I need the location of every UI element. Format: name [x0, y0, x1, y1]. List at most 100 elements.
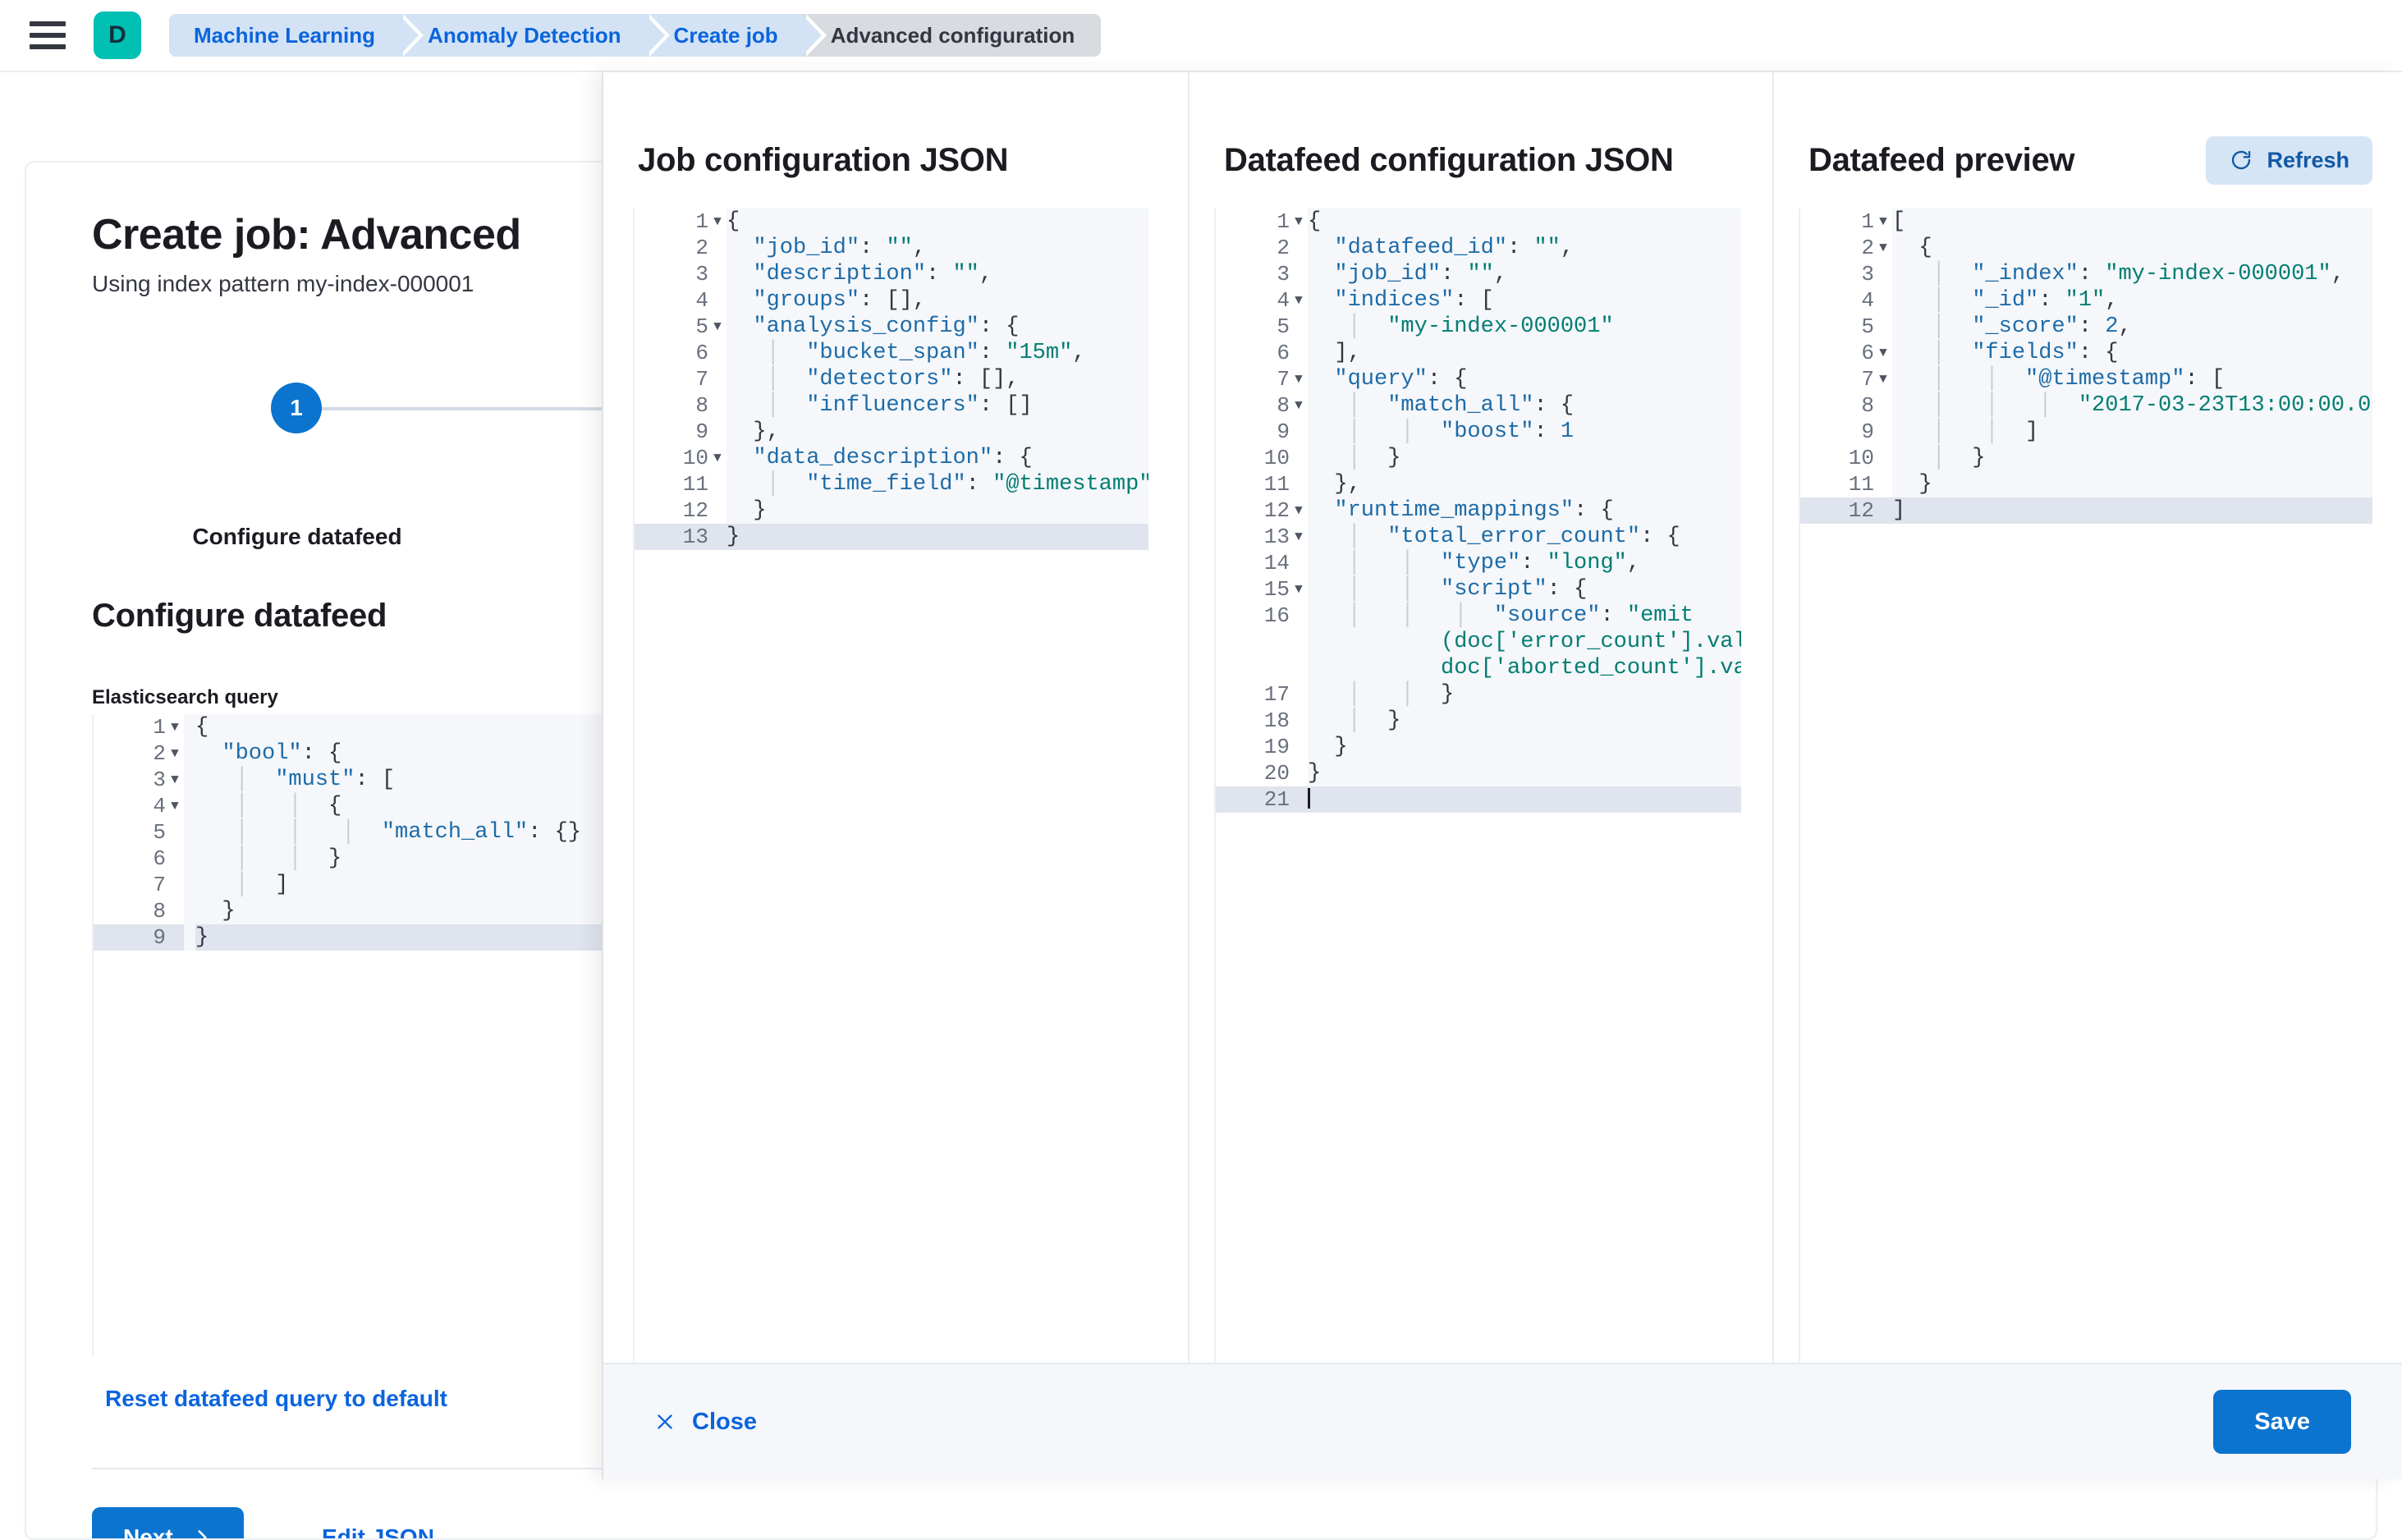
editor-line: "runtime_mappings": { [1334, 498, 1614, 523]
editor-line-number: 5▼ [695, 314, 722, 339]
editor-line-number: 2 [695, 236, 708, 260]
editor-line-number: 9 [1277, 419, 1290, 444]
editor-line: │ │ "boost": 1 [1347, 419, 1575, 444]
editor-line: { [195, 715, 209, 740]
editor-line: │ "match_all": { [1347, 393, 1575, 418]
breadcrumb-item-2[interactable]: Create job [644, 14, 827, 57]
editor-line: │ │ │ "source": "emit (doc['error_count'… [1347, 603, 1741, 681]
chevron-right-icon [191, 1527, 213, 1538]
editor-line-number: 20 [1263, 761, 1290, 786]
editor-line-number: 14 [1263, 551, 1290, 575]
editor-line: { [727, 209, 740, 234]
datafeed-configuration-header: Datafeed configuration JSON [1190, 130, 1772, 190]
editor-line: } [1334, 735, 1348, 759]
editor-line-number: 10 [1848, 446, 1874, 470]
editor-line: │ │ "@timestamp": [ [1932, 367, 2226, 392]
editor-line: } [1308, 761, 1322, 786]
editor-line-number: 5 [153, 820, 166, 845]
breadcrumb-item-label: Create job [673, 22, 778, 48]
editor-line: │ │ "type": "long", [1347, 551, 1641, 575]
editor-line: │ "must": [ [235, 768, 396, 792]
datafeed-configuration-title: Datafeed configuration JSON [1224, 141, 1674, 178]
space-avatar-initial: D [108, 21, 126, 48]
editor-line-number: 5 [1861, 314, 1874, 339]
refresh-icon [2229, 148, 2253, 172]
editor-content[interactable]: [ { │ "_index": "my-index-000001", │ "_i… [1892, 209, 2372, 524]
save-button[interactable]: Save [2213, 1390, 2351, 1454]
breadcrumb-item-3: Advanced configuration [800, 14, 1102, 57]
editor-line: "datafeed_id": "", [1334, 236, 1575, 260]
section-title: Configure datafeed [92, 598, 387, 634]
breadcrumb-item-label: Advanced configuration [830, 22, 1075, 48]
editor-line-number: 11 [1848, 472, 1874, 497]
save-button-label: Save [2254, 1408, 2310, 1435]
editor-line: ], [1334, 341, 1361, 365]
editor-line: { [1308, 209, 1322, 234]
editor-line-number: 13 [635, 524, 727, 550]
editor-line: │ ] [235, 873, 289, 897]
reset-datafeed-query-link[interactable]: Reset datafeed query to default [105, 1386, 447, 1411]
editor-line: │ │ │ "2017-03-23T13:00:00.000Z" [1932, 393, 2372, 418]
editor-line-number: 2▼ [1861, 236, 1887, 260]
editor-line: "indices": [ [1334, 288, 1494, 313]
editor-line: }, [753, 419, 780, 444]
editor-line-number: 11 [1263, 472, 1290, 497]
editor-line-number: 10▼ [682, 446, 722, 470]
close-icon [654, 1411, 676, 1432]
hamburger-icon[interactable] [30, 21, 66, 49]
editor-line: │ │ ] [1932, 419, 2039, 444]
edit-json-button[interactable]: Edit JSON [322, 1507, 434, 1540]
stepper-step-1-number: 1 [290, 395, 303, 420]
editor-line: │ "time_field": "@timestamp" [766, 472, 1148, 497]
editor-line: } [1918, 472, 1932, 497]
next-button-label: Next [123, 1524, 173, 1540]
editor-line-number: 13▼ [1263, 525, 1303, 549]
editor-line: │ } [1932, 446, 1986, 470]
editor-line-number: 8 [695, 393, 708, 418]
editor-line-number: 12 [682, 498, 708, 523]
editor-line: } [753, 498, 767, 523]
editor-line: { [1918, 236, 1932, 260]
editor-line-number: 9 [1861, 419, 1874, 444]
stepper-step-1[interactable]: 1 [271, 383, 322, 433]
editor-line-number: 6 [153, 846, 166, 871]
editor-line-number: 18 [1263, 708, 1290, 733]
editor-line: │ │ } [1347, 682, 1455, 707]
editor-line: "data_description": { [753, 446, 1033, 470]
editor-line-number: 4 [1861, 288, 1874, 313]
edit-json-button-label: Edit JSON [322, 1524, 434, 1540]
editor-line [1308, 786, 1741, 813]
breadcrumb-item-1[interactable]: Anomaly Detection [398, 14, 669, 57]
close-button[interactable]: Close [654, 1409, 757, 1436]
editor-line: }, [1334, 472, 1361, 497]
editor-line-number: 16 [1263, 603, 1290, 628]
breadcrumb-item-label: Machine Learning [194, 22, 376, 48]
editor-line-number: 10 [1263, 446, 1290, 470]
editor-content[interactable]: { "datafeed_id": "", "job_id": "", "indi… [1308, 209, 1741, 813]
editor-line-number: 6▼ [1861, 341, 1887, 365]
editor-line-number: 6 [695, 341, 708, 365]
editor-line-number: 5 [1277, 314, 1290, 339]
editor-line: │ "fields": { [1932, 341, 2119, 365]
job-configuration-title: Job configuration JSON [638, 141, 1009, 178]
editor-content[interactable]: { "job_id": "", "description": "", "grou… [727, 209, 1148, 550]
editor-line-number: 8▼ [1277, 393, 1303, 418]
refresh-button[interactable]: Refresh [2206, 135, 2372, 185]
space-avatar[interactable]: D [94, 11, 141, 59]
editor-line-number: 8 [153, 899, 166, 924]
stepper-step-1-label: Configure datafeed [192, 524, 402, 549]
next-button[interactable]: Next [92, 1507, 244, 1540]
editor-line: │ │ } [235, 846, 342, 871]
breadcrumb-item-0[interactable]: Machine Learning [169, 14, 424, 57]
job-configuration-header: Job configuration JSON [603, 130, 1188, 190]
